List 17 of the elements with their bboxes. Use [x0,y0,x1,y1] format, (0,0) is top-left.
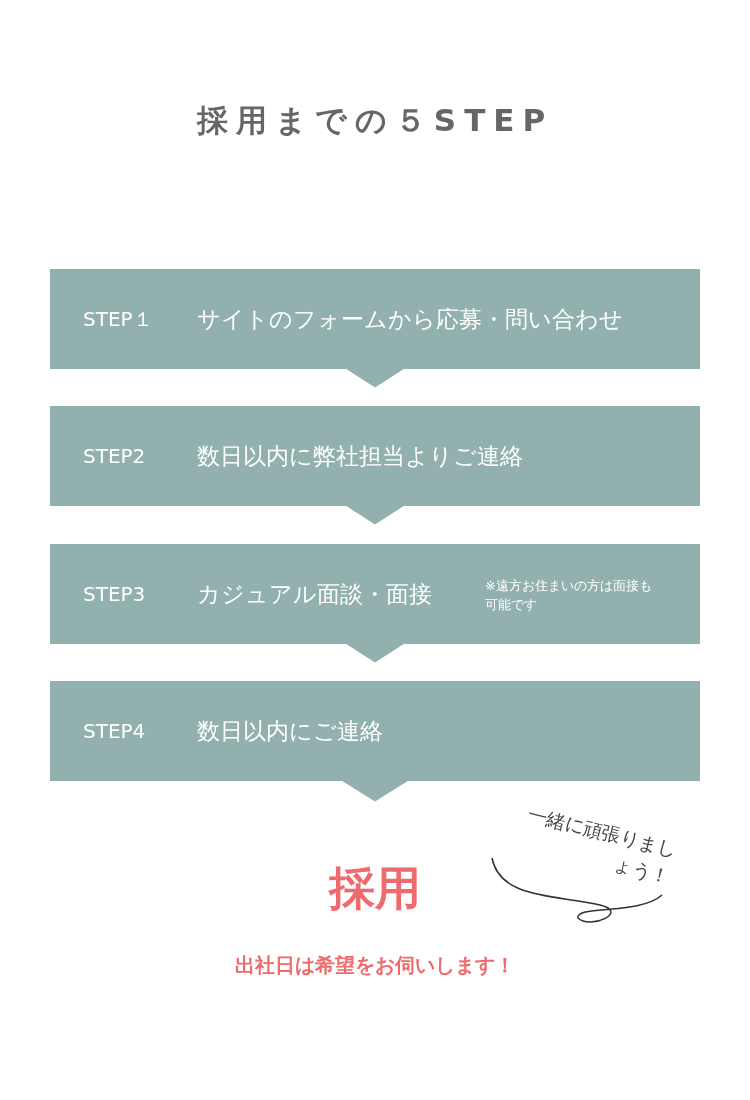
step-label: STEP１ [83,307,153,331]
step-text: 数日以内に弊社担当よりご連絡 [197,442,523,470]
step-label: STEP2 [83,444,146,468]
chevron-arrow [342,780,408,802]
step-text: サイトのフォームから応募・問い合わせ [197,305,623,333]
chevron-arrow [346,368,404,388]
result-heading: 採用 [315,860,435,916]
title: 採用までの５STEP [195,101,555,140]
step-label: STEP4 [83,719,146,743]
subtitle: 出社日は希望をお伺いします！ [234,952,516,979]
step-label: STEP3 [83,582,146,606]
step-text: カジュアル面談・面接 [197,580,432,608]
chevron-arrow [346,505,404,525]
speech-text: 一緒に頑張りましょう！ [524,801,680,890]
note-text: ※遠方お住まいの方は面接も可能です [485,577,653,614]
chevron-arrow [346,643,404,663]
step-text: 数日以内にご連絡 [197,717,383,745]
